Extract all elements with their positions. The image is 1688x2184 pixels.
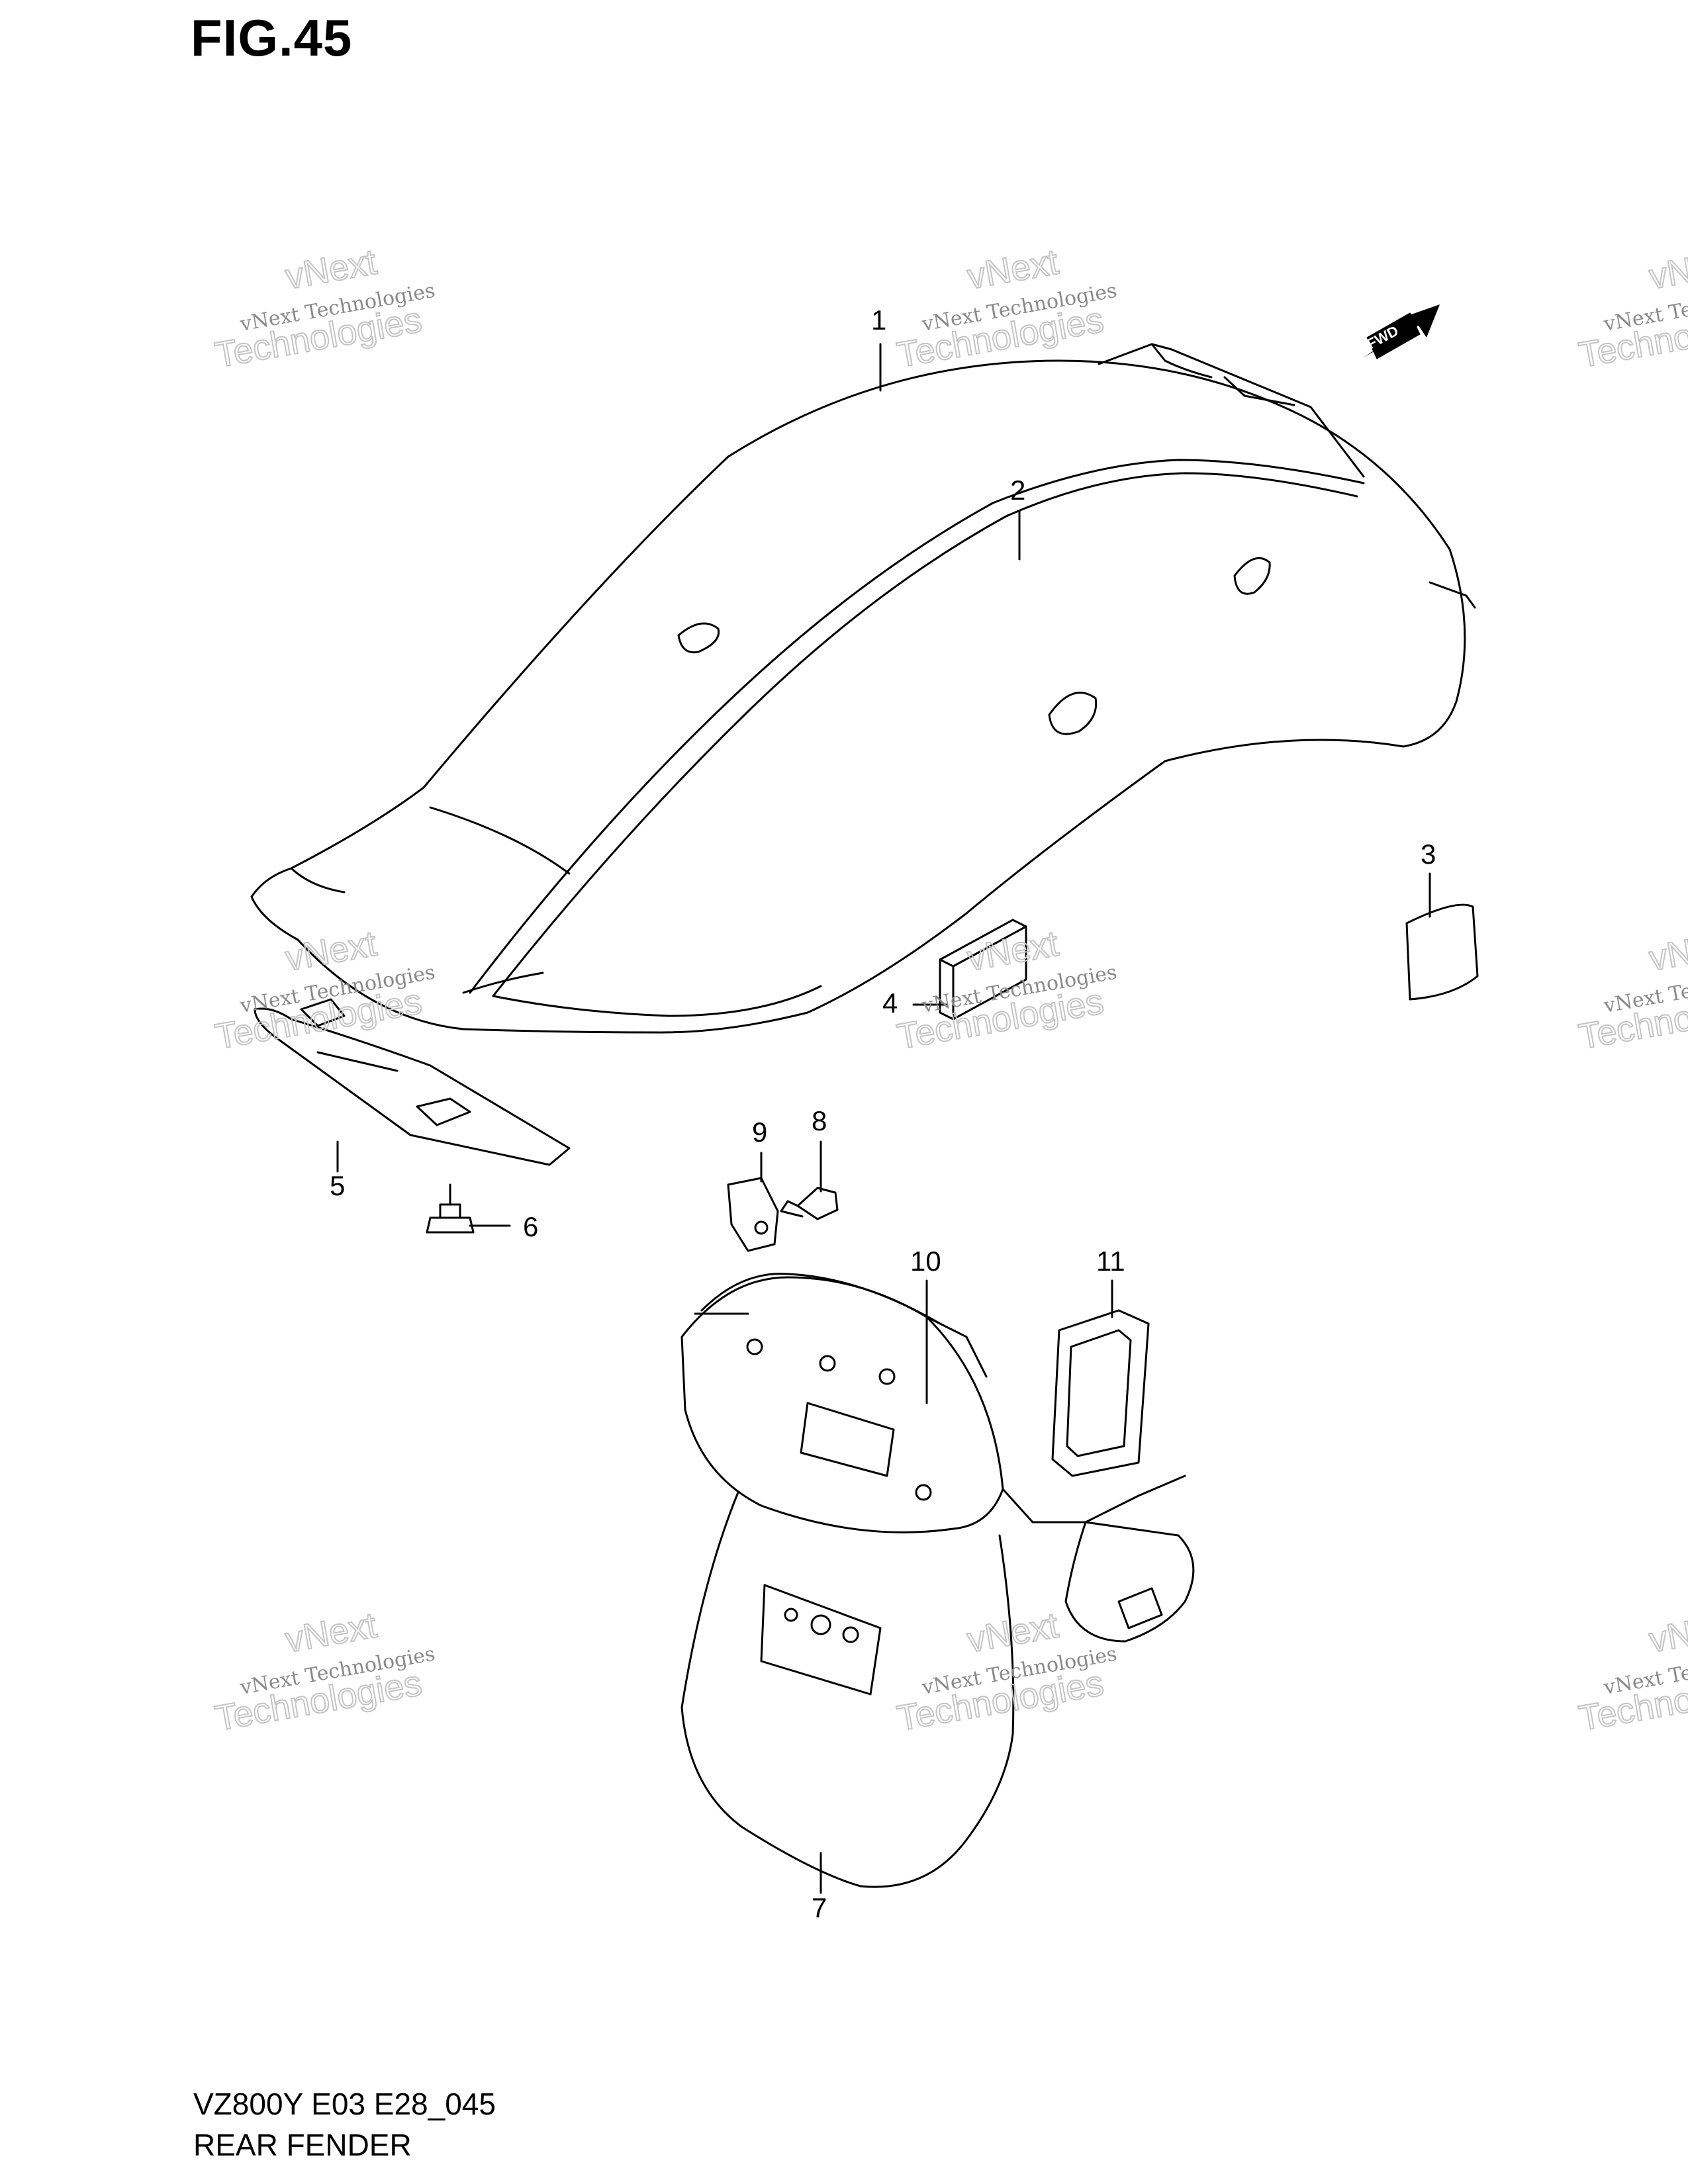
fender-extension-part-7 xyxy=(680,1273,1195,1888)
callout-10: 10 xyxy=(910,1246,941,1277)
grommet-part-11 xyxy=(1051,1309,1150,1477)
callout-7: 7 xyxy=(812,1892,827,1923)
watermark-vnext: vNext xyxy=(283,242,379,297)
callout-9: 9 xyxy=(752,1116,767,1148)
watermark-vnext: vNext xyxy=(1646,924,1688,979)
cushion-part-4 xyxy=(939,919,1027,1021)
bracket-part-5 xyxy=(254,998,571,1166)
watermark-vnext: vNext xyxy=(964,924,1061,979)
watermark-vnext: vNext xyxy=(964,1606,1061,1661)
watermark-vnext: vNext xyxy=(1646,242,1688,297)
callout-2: 2 xyxy=(1010,475,1025,506)
figure-title: FIG.45 xyxy=(191,9,353,67)
fwd-arrow-icon: FWD xyxy=(1364,304,1440,359)
callout-6: 6 xyxy=(523,1211,538,1242)
watermark-vnext: vNext xyxy=(283,1606,379,1661)
bolt-part-6 xyxy=(426,1203,475,1234)
callout-labels: 1 2 3 4 5 6 7 8 9 10 11 xyxy=(330,304,1436,1923)
watermark-group: vNext vNext Technologies Technologies vN… xyxy=(212,242,1688,1739)
callout-4: 4 xyxy=(882,987,898,1019)
leader-lines xyxy=(336,343,1431,1894)
reflector-part-3 xyxy=(1405,903,1479,1001)
callout-3: 3 xyxy=(1421,839,1436,870)
part-name: REAR FENDER xyxy=(193,2128,412,2162)
watermark-vnext: vNext xyxy=(283,924,379,979)
screw-part-8 xyxy=(780,1187,839,1220)
callout-5: 5 xyxy=(330,1170,345,1201)
watermark-vnext: vNext xyxy=(964,242,1061,297)
model-code: VZ800Y E03 E28_045 xyxy=(193,2087,496,2121)
callout-11: 11 xyxy=(1096,1246,1125,1277)
callout-8: 8 xyxy=(812,1105,827,1136)
callout-1: 1 xyxy=(871,304,886,336)
watermark-vnext: vNext xyxy=(1646,1606,1688,1661)
rear-fender-part-1 xyxy=(250,343,1476,1034)
clip-nut-part-9 xyxy=(727,1177,779,1252)
